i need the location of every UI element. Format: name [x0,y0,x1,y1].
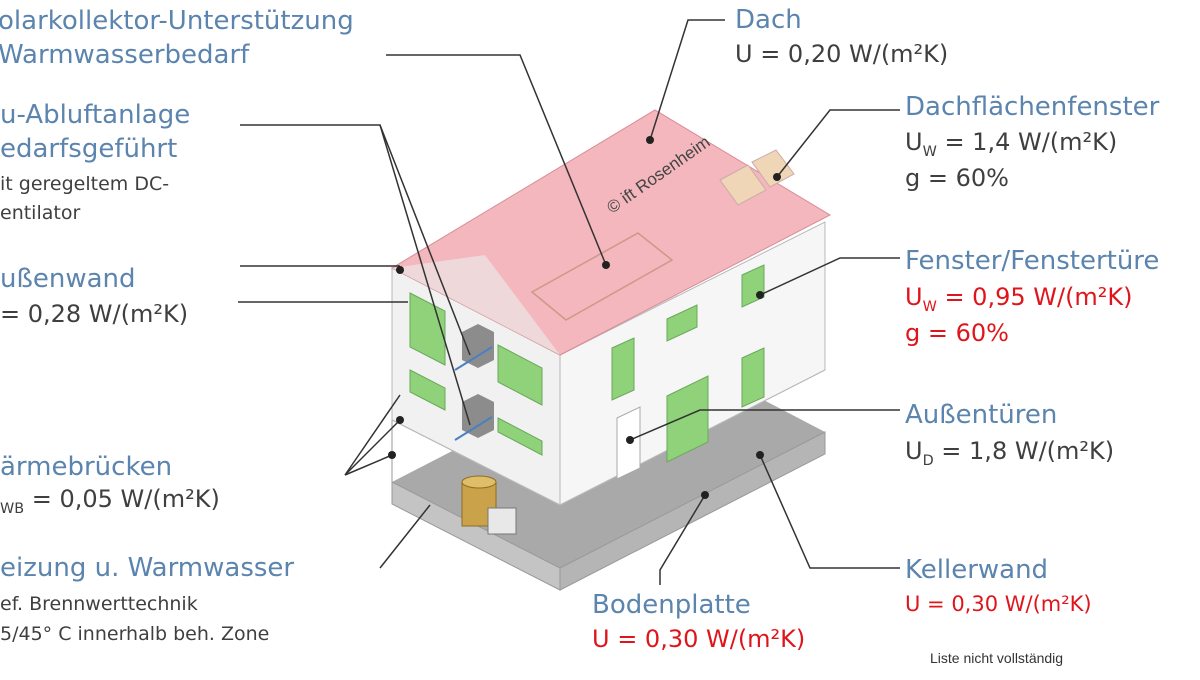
door-value: UD = 1,8 W/(m²K) [905,437,1114,470]
thermal-bridge-subscript: WB [0,500,25,517]
cellar-wall-label: Kellerwand [905,555,1049,585]
heating-label: eizung u. Warmwasser [0,553,295,583]
leader-lines [238,19,900,585]
window-label: Fenster/Fenstertüre [905,246,1160,276]
skylight-g-value: g = 60% [905,164,1009,192]
solar-sub-label: Warmwasserbedarf [0,40,250,70]
skylight-label: Dachflächenfenster [905,92,1160,122]
cellar-wall-right [559,431,826,591]
leader-dots [388,136,781,499]
window [497,344,543,406]
door-number: = 1,8 W/(m²K) [933,437,1115,465]
boiler [487,507,517,535]
roof-value: U = 0,20 W/(m²K) [735,40,949,68]
skylight-2 [751,149,795,188]
incomplete-list-note: Liste nicht vollständig [930,650,1064,666]
roof [390,109,832,356]
heating-unit [461,475,517,535]
heating-detail-2: 5/45° C innerhalb beh. Zone [0,623,270,645]
ventilation-detail-2: entilator [0,202,81,224]
wall-label: ußenwand [0,264,136,294]
window [666,375,709,463]
solar-label: olarkollektor-Unterstützung [0,6,354,36]
skylight-subscript: W [922,143,937,160]
door-label: Außentüren [905,400,1058,430]
thermal-bridge-value: WB = 0,05 W/(m²K) [0,485,220,518]
door-u: U [905,437,923,465]
window-value: UW = 0,95 W/(m²K) [905,283,1133,316]
window [409,369,446,411]
ventilation-label: u-Abluftanlage [0,100,191,130]
window-subscript: W [922,298,937,315]
window [497,417,543,456]
window [741,347,765,408]
window-number: = 0,95 W/(m²K) [936,283,1133,311]
thermal-bridge-label: ärmebrücken [0,452,173,482]
ventilation-sub-label: edarfsgeführt [0,134,178,164]
floor-slab-label: Bodenplatte [592,590,751,620]
thermal-bridge-number: = 0,05 W/(m²K) [31,485,220,513]
cellar-wall-value: U = 0,30 W/(m²K) [905,592,1092,616]
skylight-value: UW = 1,4 W/(m²K) [905,128,1117,161]
heating-detail-1: ef. Brennwerttechnik [0,593,198,615]
roof-label: Dach [735,5,802,35]
skylight-u: U [905,128,923,156]
gable [392,255,560,355]
skylight-1 [719,164,767,206]
ventilation-detail-1: it geregeltem DC- [0,173,170,195]
window-u: U [905,283,923,311]
floor-slab-value: U = 0,30 W/(m²K) [592,625,806,653]
window-g-value: g = 60% [905,319,1009,347]
wall-value: = 0,28 W/(m²K) [0,300,189,328]
window [666,304,698,342]
door-subscript: D [922,452,934,469]
window [611,337,635,401]
ventilation-units [454,324,494,441]
skylight-number: = 1,4 W/(m²K) [936,128,1118,156]
